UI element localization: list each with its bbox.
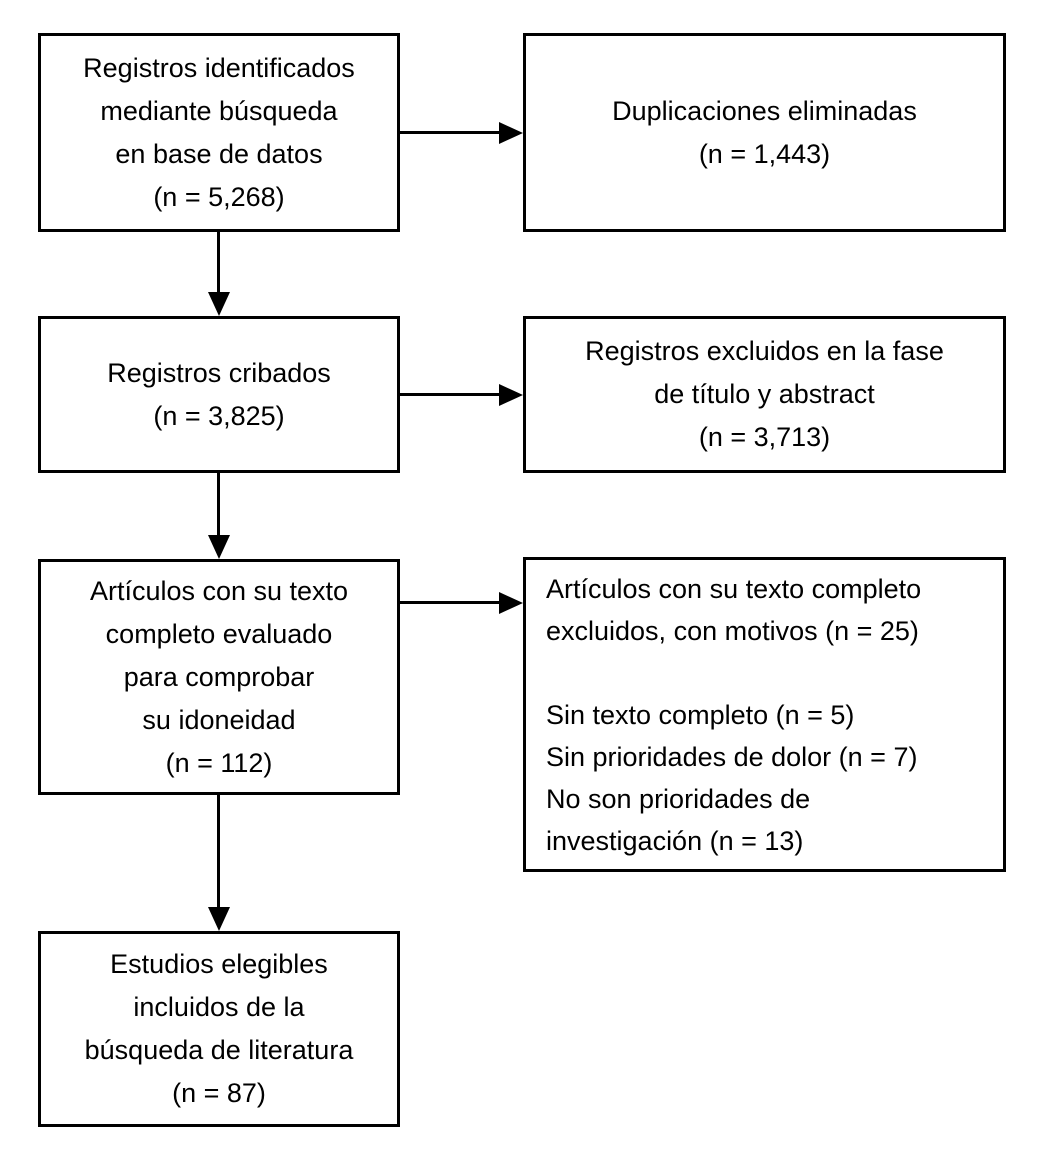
flow-box-fulltext-excluded: Artículos con su texto completo excluido… bbox=[523, 557, 1006, 872]
flow-box-fulltext-assessed: Artículos con su texto completo evaluado… bbox=[38, 559, 400, 795]
flow-box-records-screened-text: Registros cribados (n = 3,825) bbox=[107, 357, 331, 431]
flow-box-excluded-title-abstract: Registros excluidos en la fase de título… bbox=[523, 316, 1006, 473]
arrow-line bbox=[400, 393, 500, 396]
flow-box-fulltext-assessed-text: Artículos con su texto completo evaluado… bbox=[89, 575, 349, 778]
flow-box-studies-included: Estudios elegibles incluidos de la búsqu… bbox=[38, 931, 400, 1127]
arrow-identified-to-duplicates bbox=[400, 122, 523, 144]
flow-box-excluded-title-abstract-text: Registros excluidos en la fase de título… bbox=[585, 336, 944, 452]
arrow-down-icon bbox=[208, 535, 230, 559]
arrow-line bbox=[217, 795, 220, 908]
arrow-right-icon bbox=[499, 384, 523, 406]
arrow-fulltext-to-included bbox=[208, 795, 230, 931]
arrow-fulltext-to-ftexcluded bbox=[400, 592, 523, 614]
arrow-right-icon bbox=[499, 592, 523, 614]
flow-box-records-identified: Registros identificados mediante búsqued… bbox=[38, 33, 400, 232]
flow-box-duplicates-removed-text: Duplicaciones eliminadas (n = 1,443) bbox=[612, 95, 917, 169]
arrow-line bbox=[217, 473, 220, 536]
arrow-down-icon bbox=[208, 907, 230, 931]
arrow-line bbox=[217, 232, 220, 293]
arrow-screened-to-fulltext bbox=[208, 473, 230, 559]
arrow-down-icon bbox=[208, 292, 230, 316]
arrow-line bbox=[400, 131, 500, 134]
flow-box-records-identified-text: Registros identificados mediante búsqued… bbox=[83, 52, 355, 212]
flow-box-records-screened: Registros cribados (n = 3,825) bbox=[38, 316, 400, 473]
flow-box-duplicates-removed: Duplicaciones eliminadas (n = 1,443) bbox=[523, 33, 1006, 232]
arrow-identified-to-screened bbox=[208, 232, 230, 316]
arrow-right-icon bbox=[499, 122, 523, 144]
flow-box-studies-included-text: Estudios elegibles incluidos de la búsqu… bbox=[84, 949, 354, 1108]
arrow-screened-to-excluded bbox=[400, 384, 523, 406]
arrow-line bbox=[400, 601, 500, 604]
flow-box-fulltext-excluded-text: Artículos con su texto completo excluido… bbox=[546, 574, 922, 856]
